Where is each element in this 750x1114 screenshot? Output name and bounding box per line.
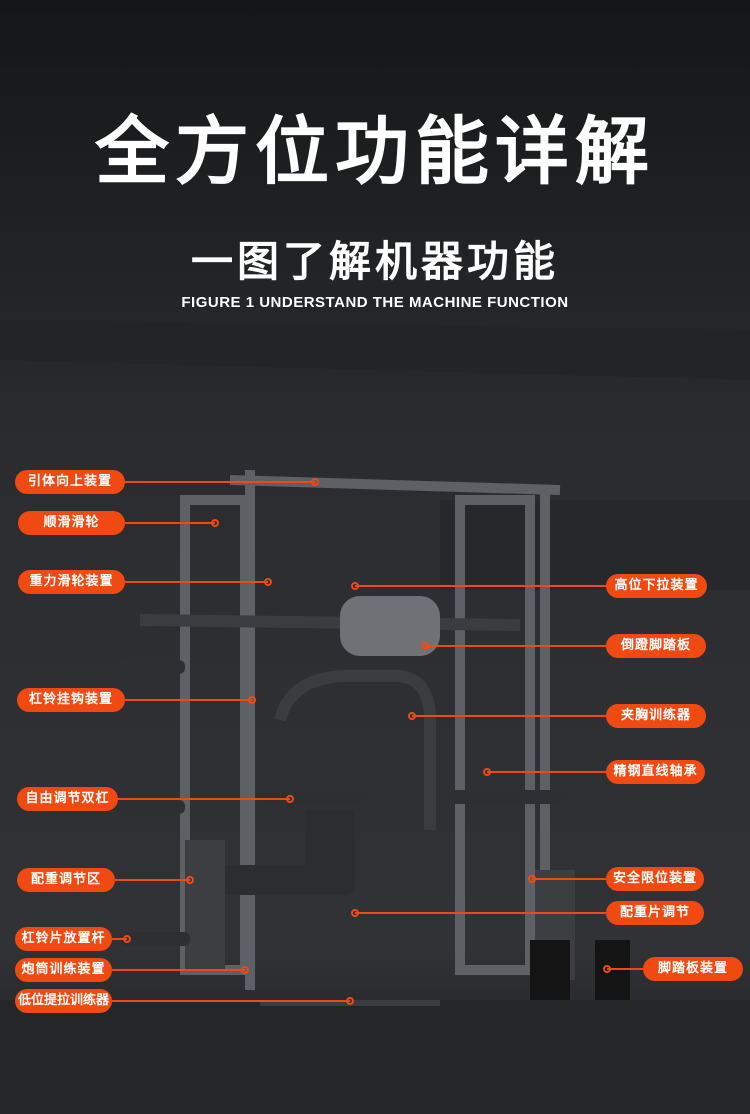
- label-leg-press-plate: 倒蹬脚踏板: [606, 634, 706, 658]
- label-smooth-pulley: 顺滑滑轮: [18, 511, 125, 535]
- label-weight-plate-adjust: 配重片调节: [606, 901, 704, 925]
- page-subtitle-en: FIGURE 1 UNDERSTAND THE MACHINE FUNCTION: [181, 294, 569, 311]
- label-dip-bars: 自由调节双杠: [17, 787, 118, 811]
- page-subtitle: 一图了解机器功能: [190, 237, 559, 286]
- label-lat-pulldown: 高位下拉装置: [606, 574, 707, 598]
- label-weight-zone: 配重调节区: [17, 868, 115, 892]
- label-chest-fly: 夹胸训练器: [606, 704, 706, 728]
- label-pull-up: 引体向上装置: [15, 470, 125, 494]
- label-landmine: 炮筒训练装置: [15, 958, 112, 982]
- label-gravity-pulley: 重力滑轮装置: [18, 570, 125, 594]
- label-plate-holder: 杠铃片放置杆: [15, 927, 112, 951]
- label-barbell-hook: 杠铃挂钩装置: [17, 688, 125, 712]
- label-low-row: 低位提拉训练器: [15, 989, 112, 1013]
- page-title: 全方位功能详解: [95, 109, 655, 195]
- label-safety-stop: 安全限位装置: [606, 867, 704, 891]
- label-linear-bearing: 精钢直线轴承: [606, 760, 705, 784]
- label-footplate: 脚踏板装置: [643, 957, 743, 981]
